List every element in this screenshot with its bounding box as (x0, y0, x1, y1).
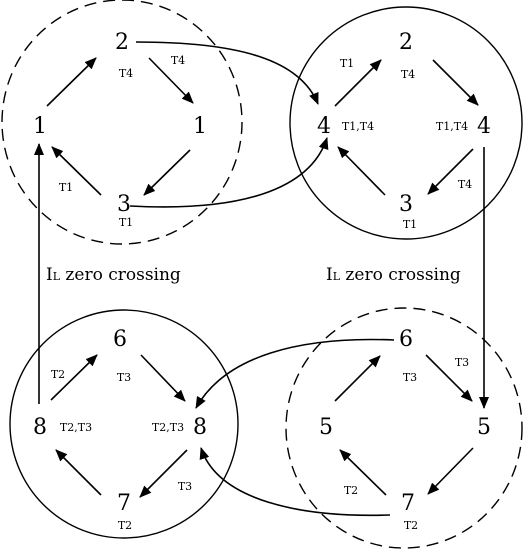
edge-8-to-7 (139, 449, 188, 498)
switch-label: T4 (171, 54, 185, 67)
node-tr-top: 2 (399, 30, 413, 55)
node-tl-top: 2 (115, 30, 129, 55)
switch-label: T1 (119, 216, 133, 229)
zero-crossing-rest: zero crossing (340, 265, 461, 285)
switch-label: T1 (340, 57, 354, 70)
node-tl-left: 1 (33, 114, 47, 139)
zero-crossing-sub: L (333, 270, 341, 283)
edge-7-to-5 (339, 449, 387, 496)
switch-label: T1 (403, 218, 417, 231)
edge-6-to-5 (425, 354, 473, 402)
edge-br6-to-bl8 (195, 338, 395, 409)
switch-label: T2,T3 (60, 421, 92, 434)
node-tr-right: 4 (477, 114, 491, 139)
zero-crossing-label-left: IL zero crossing (46, 265, 181, 285)
switch-label: T4 (401, 68, 415, 81)
node-tr-bottom: 3 (399, 192, 413, 217)
edge-7-to-8 (55, 449, 102, 496)
switch-label: T4 (458, 178, 472, 191)
switch-label: T1,T4 (342, 120, 374, 133)
node-br-top: 6 (399, 327, 413, 352)
switch-label: T2 (118, 519, 132, 532)
edge-8-to-6 (50, 354, 98, 401)
node-bl-left: 8 (33, 415, 47, 440)
zero-crossing-main: I (326, 265, 333, 285)
edge-6-to-8 (140, 354, 186, 402)
edge-5-to-6 (334, 355, 381, 402)
zero-crossing-sub: L (53, 270, 61, 283)
switch-label: T3 (117, 371, 131, 384)
switch-label: T2 (404, 519, 418, 532)
edge-1-to-3 (143, 149, 191, 196)
edge-1-to-2 (46, 57, 97, 107)
node-br-right: 5 (477, 415, 491, 440)
cell-boundary-bottom-left (9, 309, 239, 539)
switch-label: T3 (403, 371, 417, 384)
cell-boundary-top-right (289, 6, 523, 240)
edge-br7-to-bl8 (199, 447, 391, 517)
switch-label: T4 (119, 67, 133, 80)
node-bl-right: 8 (193, 415, 207, 440)
switch-label: T2,T3 (152, 421, 184, 434)
node-tl-right: 1 (193, 114, 207, 139)
edge-5-to-7 (427, 447, 474, 495)
node-br-bottom: 7 (401, 491, 415, 516)
switch-label: T3 (455, 356, 469, 369)
zero-crossing-rest: zero crossing (60, 265, 181, 285)
zero-crossing-label-right: IL zero crossing (326, 265, 461, 285)
cell-boundary-top-left (1, 0, 243, 245)
edge-3-to-1 (51, 146, 102, 196)
edge-tl3-to-tr4 (129, 137, 329, 208)
edge-tl2-to-tr4 (135, 41, 319, 105)
switch-label: T2 (344, 484, 358, 497)
node-bl-top: 6 (113, 327, 127, 352)
node-tr-left: 4 (317, 114, 331, 139)
edge-3-to-4 (337, 146, 386, 196)
edge-2-to-4 (432, 59, 479, 106)
switch-label: T1,T4 (436, 120, 468, 133)
edge-2-to-1 (148, 57, 194, 104)
cell-boundary-bottom-right (285, 307, 523, 549)
zero-crossing-main: I (46, 265, 53, 285)
switch-label: T1 (59, 181, 73, 194)
switch-label: T3 (178, 480, 192, 493)
node-br-left: 5 (319, 415, 333, 440)
edge-4-to-3 (427, 148, 474, 195)
node-bl-bottom: 7 (117, 491, 131, 516)
node-tl-bottom: 3 (117, 192, 131, 217)
edge-4-to-2 (334, 59, 382, 107)
switch-label: T2 (51, 368, 65, 381)
